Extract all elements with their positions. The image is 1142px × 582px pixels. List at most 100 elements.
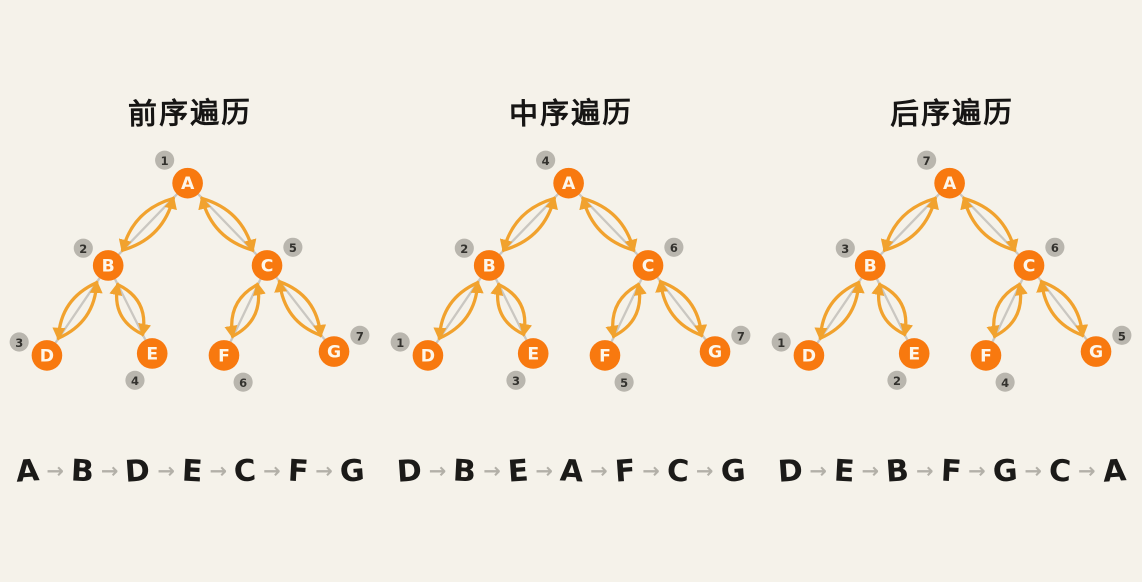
node-c-label: C (261, 256, 274, 276)
sequence-letter: G (338, 453, 366, 490)
order-badge-e-number: 3 (512, 374, 520, 388)
node-b-label: B (102, 256, 115, 276)
order-badge-d-number: 1 (396, 336, 404, 350)
sequence-letter: D (124, 453, 152, 490)
arrow-up-b-a (882, 195, 939, 252)
postorder-sequence: D → E → B → F → G → C → A (776, 453, 1127, 490)
arrow-up-g-c (1035, 279, 1084, 337)
sequence-arrow-icon: → (590, 458, 608, 483)
sequence-arrow-icon: → (209, 458, 228, 483)
edge-b-e (868, 264, 915, 355)
tree-nodes: A B C D E F G (412, 167, 731, 371)
sequence-letter: F (939, 453, 963, 490)
node-a-label: A (181, 174, 195, 194)
node-f-label: F (218, 346, 230, 366)
edge-b-d (807, 264, 871, 357)
panel-preorder: 前序遍历 (0, 0, 381, 582)
arrow-up-f-c (992, 282, 1028, 338)
node-g-label: G (327, 343, 341, 363)
node-d (31, 340, 63, 371)
node-d-label: D (801, 346, 815, 366)
order-badge-a (916, 150, 936, 170)
order-badge-f (233, 372, 254, 392)
sequence-letter: E (506, 453, 530, 490)
order-badge-b-number: 2 (80, 242, 88, 256)
node-a (553, 167, 584, 199)
node-g (319, 336, 350, 367)
arrow-up-c-a (959, 195, 1016, 252)
arrow-up-c-a (579, 195, 636, 252)
order-badge-f (995, 372, 1015, 392)
sequence-letter: B (452, 453, 478, 490)
edge-c-f (603, 264, 650, 356)
sequence-arrow-icon: → (46, 458, 64, 483)
arrow-up-b-a (121, 195, 178, 252)
sequence-arrow-icon: → (642, 458, 660, 483)
sequence-letter: D (395, 453, 423, 490)
node-b (93, 250, 124, 281)
order-badges: 7 3 6 1 2 4 5 (771, 150, 1132, 392)
tree-edges (426, 182, 716, 357)
sequence-arrow-icon: → (861, 458, 880, 483)
panel-postorder: 后序遍历 (761, 0, 1142, 582)
sequence-letter: F (613, 453, 637, 490)
sequence-arrow-icon: → (483, 458, 501, 483)
sequence-arrow-icon: → (263, 458, 281, 483)
arrow-up-d-b (818, 280, 865, 340)
sequence-arrow-icon: → (535, 458, 553, 483)
edge-a-b (488, 182, 570, 267)
arrow-up-d-b (57, 280, 104, 340)
sequence-letter: C (232, 453, 258, 490)
order-badge-c-number: 6 (1051, 241, 1059, 255)
order-badge-e (125, 370, 145, 390)
edge-c-g (1027, 264, 1097, 353)
sequence-letter: B (884, 453, 911, 490)
order-badges: 4 2 6 1 3 5 7 (390, 150, 751, 392)
sequence-arrow-icon: → (1078, 458, 1096, 483)
arrow-up-e-b (871, 282, 906, 336)
sequence-arrow-icon: → (100, 458, 119, 483)
node-d (412, 340, 444, 371)
node-a-label: A (943, 174, 957, 194)
arrow-down-c-f (986, 282, 1021, 339)
sequence-letter: A (14, 453, 41, 490)
edge-b-d (46, 264, 110, 357)
node-f (589, 340, 621, 371)
arrow-down-c-f (605, 282, 641, 339)
order-badge-a-number: 7 (922, 154, 930, 168)
postorder-title: 后序遍历 (889, 94, 1015, 132)
arrow-up-f-c (231, 282, 267, 338)
sequence-letter: A (559, 453, 585, 490)
preorder-tree-diagram: A B C D E F G 1 2 5 (9, 150, 370, 392)
sequence-letter: D (776, 453, 804, 490)
node-e-label: E (147, 344, 159, 364)
node-d (793, 340, 824, 371)
node-g-label: G (708, 343, 722, 363)
sequence-letter: G (991, 453, 1019, 490)
edge-c-f (223, 264, 269, 356)
order-badge-f-number: 6 (239, 376, 247, 390)
sequence-arrow-icon: → (1024, 458, 1042, 483)
traversal-arrows (433, 195, 708, 341)
arrow-up-g-c (655, 279, 704, 337)
sequence-letter: E (833, 453, 856, 490)
node-c (1013, 250, 1045, 281)
sequence-arrow-icon: → (695, 458, 714, 483)
node-f-label: F (599, 346, 611, 366)
order-badge-b (835, 238, 855, 258)
order-badge-b-number: 3 (841, 242, 849, 256)
arrow-up-c-a (198, 195, 255, 252)
node-e-label: E (908, 344, 920, 364)
tree-edges (807, 182, 1097, 357)
preorder-sequence: A → B → D → E → C → F → G (14, 453, 366, 490)
order-badge-d-number: 1 (777, 336, 785, 350)
tree-nodes: A B C D E F G (31, 167, 350, 371)
node-c-label: C (642, 256, 655, 276)
node-d-label: D (40, 346, 54, 366)
order-badge-g-number: 5 (1118, 329, 1126, 343)
order-badge-f-number: 5 (620, 376, 628, 390)
edge-a-b (107, 182, 189, 267)
node-b-label: B (863, 256, 876, 276)
edge-a-b (869, 182, 951, 267)
